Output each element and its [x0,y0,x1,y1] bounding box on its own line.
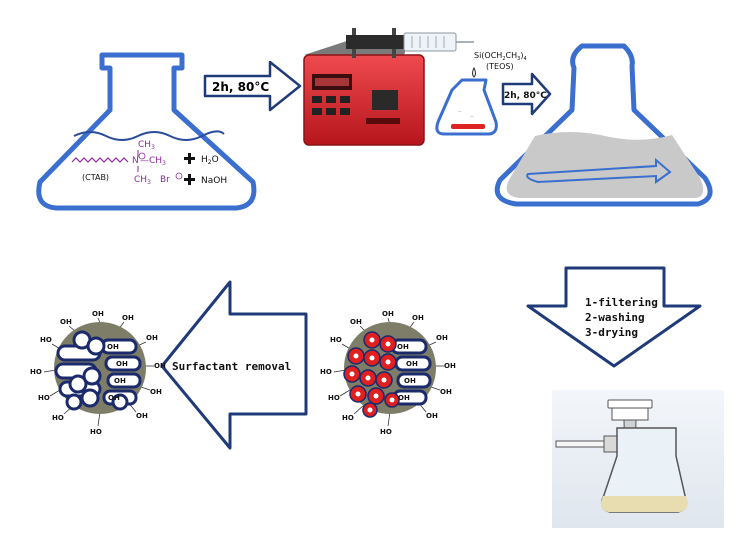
oh-label: OH [412,314,424,322]
n-plus-label: N [132,156,139,166]
flask-ctab [36,52,257,211]
ho-label: HO [90,428,102,436]
oh-label: OH [60,318,72,326]
particle-empty [43,317,154,427]
syringe-pump [303,28,474,146]
flow-arrow-icon [526,157,672,184]
bromide-label: Br [160,175,170,185]
ch3-bottom-label: CH3 [134,175,151,186]
ho-label: HO [328,394,340,402]
ho-label: HO [320,368,332,376]
oh-label: OH [122,314,134,322]
oh-label: OH [136,412,148,420]
step-filtering: 1-filtering [585,296,658,309]
water-label: H2O [201,155,219,166]
naoh-label: NaOH [201,176,227,186]
step-washing: 2-washing [585,311,645,324]
oh-label: OH [444,362,456,370]
teos-name: (TEOS) [486,62,514,71]
oh-label: OH [426,412,438,420]
oh-inner-label: OH [404,377,416,385]
oh-label: OH [440,388,452,396]
arrow-heat-1 [203,60,302,112]
flask-gel [494,43,713,207]
ho-label: HO [52,414,64,422]
oh-label: OH [382,310,394,318]
plus-water-icon [184,153,195,164]
flask-small: — — [435,78,498,136]
oh-label: OH [154,362,166,370]
stir-bar [451,124,485,129]
oh-label: OH [436,334,448,342]
arrow1-label: 2h, 80°C [212,80,269,94]
ho-label: HO [30,368,42,376]
ho-label: HO [330,336,342,344]
step-drying: 3-drying [585,326,638,339]
filtration-flask [552,390,724,528]
oh-inner-label: OH [397,343,409,351]
oh-label: OH [150,388,162,396]
oh-inner-label: OH [108,394,120,402]
oh-inner-label: OH [114,377,126,385]
ho-label: HO [40,336,52,344]
oh-label: OH [92,310,104,318]
oh-inner-label: OH [398,394,410,402]
arrow-heat-2 [501,72,552,116]
oh-inner-label: OH [107,343,119,351]
ho-label: HO [342,414,354,422]
teos-droplet-icon [472,66,476,78]
arrow2-label: 2h, 80°C [504,91,547,101]
particle-loaded [333,317,444,427]
gel-liquid [506,132,704,198]
oh-inner-label: OH [406,360,418,368]
ctab-tail [71,157,129,163]
ch3-right-label: —CH3 [140,156,166,167]
ctab-label: (CTAB) [82,173,109,182]
svg-text:—: — [470,114,474,118]
oh-label: OH [350,318,362,326]
ho-label: HO [380,428,392,436]
ho-label: HO [38,394,50,402]
svg-text:—: — [458,109,462,113]
oh-label: OH [146,334,158,342]
teos-formula: Si(OCH2CH3)4 [474,51,527,62]
liquid-surface [73,130,225,141]
ch3-top-label: CH3 [138,140,155,151]
surfactant-removal-label: Surfactant removal [172,360,291,373]
oh-inner-label: OH [116,360,128,368]
plus-naoh-icon [184,174,195,185]
arrow-down-processing [526,266,702,368]
